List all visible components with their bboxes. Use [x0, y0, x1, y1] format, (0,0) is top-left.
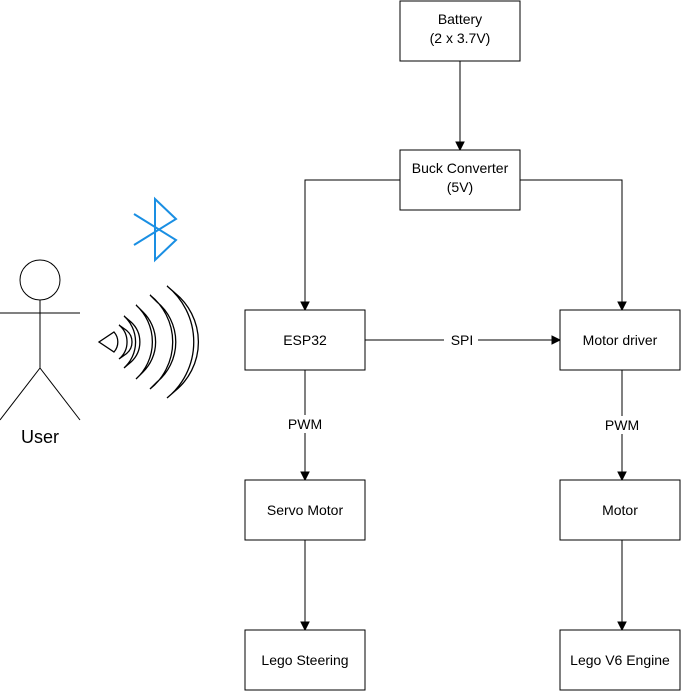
user-label: User	[21, 427, 59, 447]
motor-driver-label: Motor driver	[583, 332, 658, 348]
user-actor-icon	[0, 259, 81, 421]
esp32-label: ESP32	[283, 332, 327, 348]
lego-v6-engine-label: Lego V6 Engine	[570, 652, 670, 668]
esp32-node: ESP32	[244, 309, 366, 371]
motor-node: Motor	[559, 479, 681, 541]
buck-converter-voltage: (5V)	[447, 179, 473, 195]
wireless-signal-icon	[97, 285, 199, 399]
pwm-label-right: PWM	[605, 417, 639, 433]
spi-label-bg	[444, 331, 478, 349]
pwm-right-label-bg	[599, 416, 645, 434]
servo-motor-node: Servo Motor	[244, 479, 366, 541]
lego-v6-engine-node: Lego V6 Engine	[559, 629, 681, 691]
battery-voltage: (2 x 3.7V)	[430, 30, 491, 46]
buck-converter-label: Buck Converter	[412, 160, 509, 176]
spi-label: SPI	[451, 332, 474, 348]
bluetooth-icon	[133, 196, 178, 263]
connector-motor-to-engine	[617, 540, 627, 632]
servo-motor-label: Servo Motor	[267, 502, 344, 518]
pwm-label-left: PWM	[288, 416, 322, 432]
connector-battery-to-buck	[455, 61, 465, 152]
connector-buck-to-esp32	[300, 179, 400, 312]
connector-servo-to-steering	[300, 540, 310, 632]
connector-buck-to-motor-driver	[520, 179, 627, 312]
battery-node: Battery (2 x 3.7V)	[399, 0, 521, 62]
lego-steering-node: Lego Steering	[244, 629, 366, 691]
lego-steering-label: Lego Steering	[261, 652, 348, 668]
motor-label: Motor	[602, 502, 638, 518]
motor-driver-node: Motor driver	[559, 309, 681, 371]
buck-converter-node: Buck Converter (5V)	[399, 149, 521, 211]
battery-label: Battery	[438, 11, 482, 27]
pwm-left-label-bg	[282, 415, 328, 433]
